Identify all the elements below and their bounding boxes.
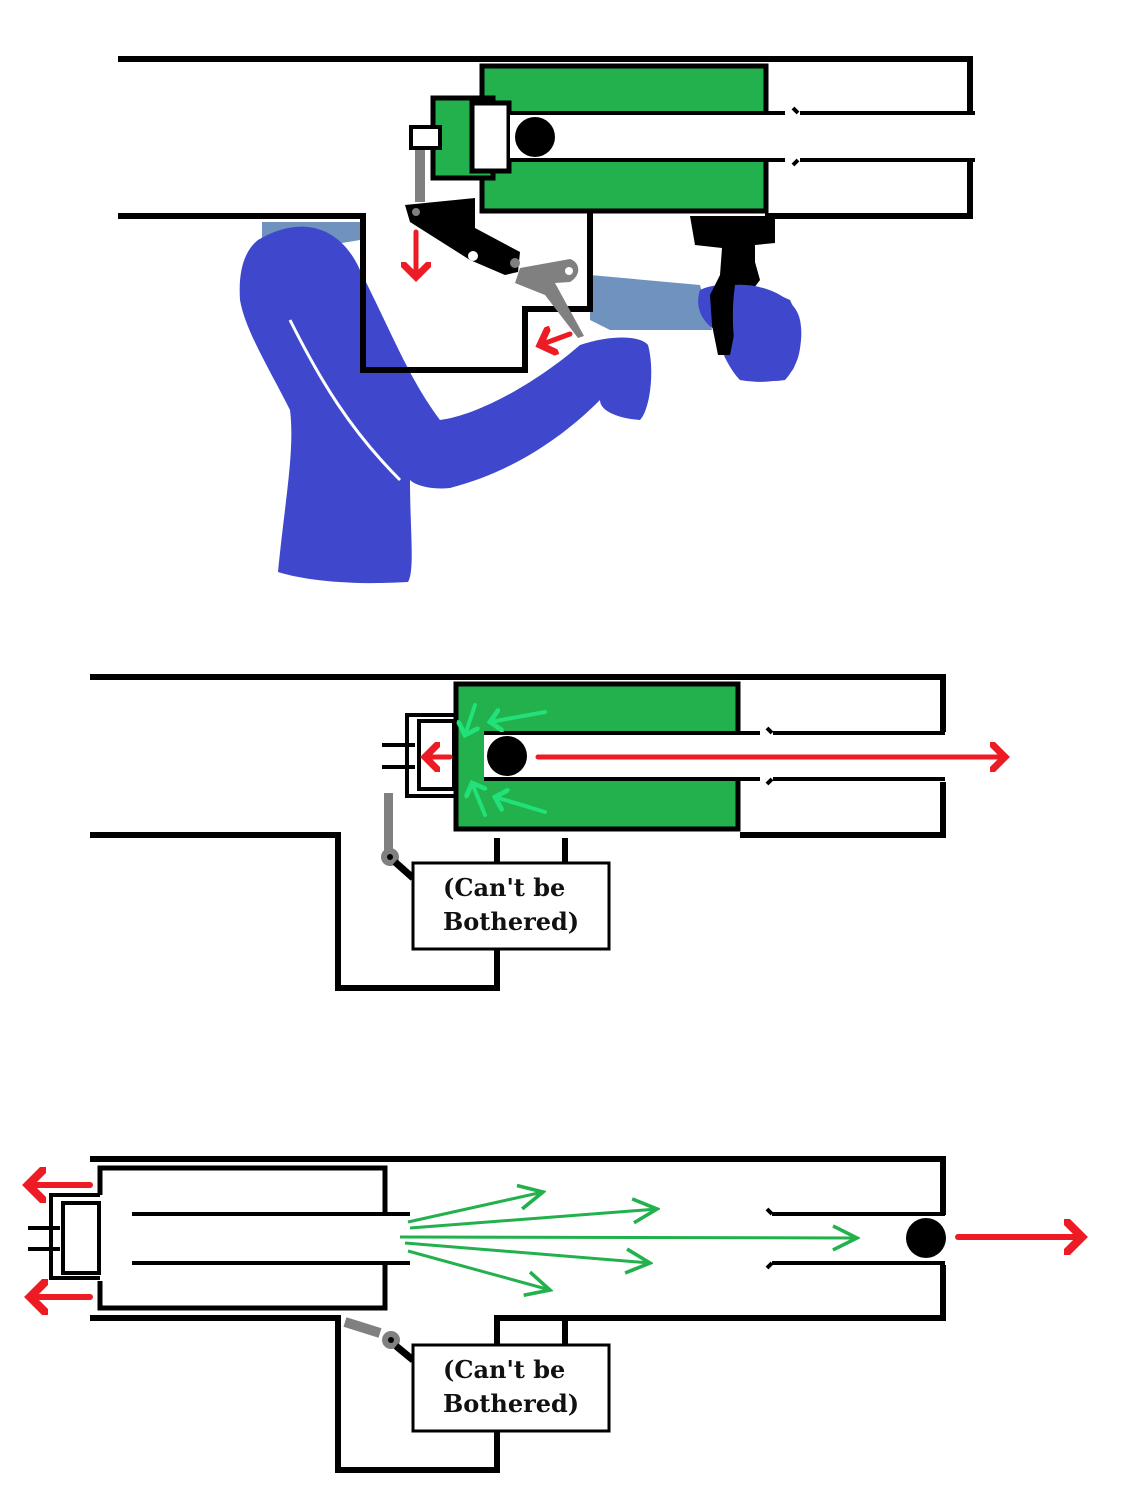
- sear-block: [409, 125, 442, 150]
- sear-rod: [384, 793, 393, 853]
- forearm-light: [590, 275, 712, 330]
- left-arm-hand: [239, 226, 652, 584]
- pivot-pin: [468, 251, 478, 261]
- bolt-bore-lines: [132, 1212, 410, 1265]
- receiver-bottom-edge: [90, 1315, 500, 1473]
- trigger-guard-stubs: [494, 838, 568, 863]
- chamber-bore: [510, 113, 800, 160]
- barrel-lines: [772, 1212, 945, 1265]
- linkage-stub: [393, 1343, 416, 1363]
- projectile-icon: [515, 117, 555, 157]
- trigger-pull-arrow: [540, 334, 573, 345]
- gas-arrow: [490, 712, 547, 722]
- gas-arrow: [472, 783, 485, 817]
- gas-arrow: [407, 1249, 550, 1290]
- gas-arrow: [399, 1237, 857, 1238]
- bolt-housing: [405, 713, 456, 798]
- firing-pin: [469, 100, 512, 174]
- receiver-lower-front: [494, 1265, 946, 1345]
- trigger-pivot: [565, 267, 573, 275]
- arm-highlight: [288, 319, 402, 482]
- firing-pin: [61, 1201, 101, 1275]
- stage-1-panel: [118, 56, 975, 584]
- receiver-top-edge: [90, 674, 946, 732]
- barrel-notches: [791, 106, 800, 167]
- trigger: [515, 259, 584, 338]
- stage-3-panel: (Can't be Bothered): [28, 1156, 1082, 1473]
- label-line-1: (Can't be: [443, 873, 565, 902]
- barrel-lines: [484, 731, 945, 781]
- barrel-notches: [765, 726, 774, 786]
- receiver-bottom-edge: [118, 212, 593, 373]
- bolt-carrier-outline: [97, 1165, 388, 1311]
- pivot-pin: [510, 258, 520, 268]
- pin-rods: [382, 743, 415, 769]
- receiver-lower-front: [740, 782, 946, 838]
- receiver-top-edge: [118, 56, 973, 113]
- pivot-pin: [388, 1337, 394, 1343]
- receiver-bottom-edge: [90, 832, 500, 991]
- gas-arrow: [495, 797, 547, 814]
- sear-rod: [343, 1317, 382, 1338]
- label-line-1: (Can't be: [443, 1355, 565, 1384]
- projectile-icon: [487, 736, 527, 776]
- label-line-2: Bothered): [443, 1389, 579, 1418]
- pivot-pin: [387, 854, 393, 860]
- receiver-top-edge: [90, 1156, 946, 1215]
- receiver-lower-front: [765, 162, 973, 219]
- gas-arrow: [465, 703, 475, 735]
- pin-rods: [28, 1226, 60, 1251]
- grip-hand: [732, 284, 802, 382]
- projectile-icon: [906, 1218, 946, 1258]
- stage-2-panel: (Can't be Bothered): [90, 674, 1005, 991]
- pistol-grip: [690, 216, 775, 355]
- label-line-2: Bothered): [443, 907, 579, 936]
- barrel-notches: [765, 1207, 774, 1270]
- linkage-arm: [405, 198, 520, 275]
- bolt-housing: [49, 1193, 100, 1280]
- cant-be-bothered-box: [411, 861, 611, 951]
- linkage-stub: [392, 859, 416, 881]
- cant-be-bothered-box: [411, 1343, 611, 1433]
- gas-arrow: [407, 1192, 543, 1224]
- gas-pressure-arrows: [465, 703, 547, 817]
- barrel-lines: [510, 111, 975, 162]
- gas-arrow: [409, 1209, 657, 1230]
- gas-expansion-arrows: [399, 1192, 857, 1290]
- pivot-pin: [412, 208, 420, 216]
- sear-rod: [415, 150, 425, 202]
- gas-arrow: [404, 1241, 650, 1263]
